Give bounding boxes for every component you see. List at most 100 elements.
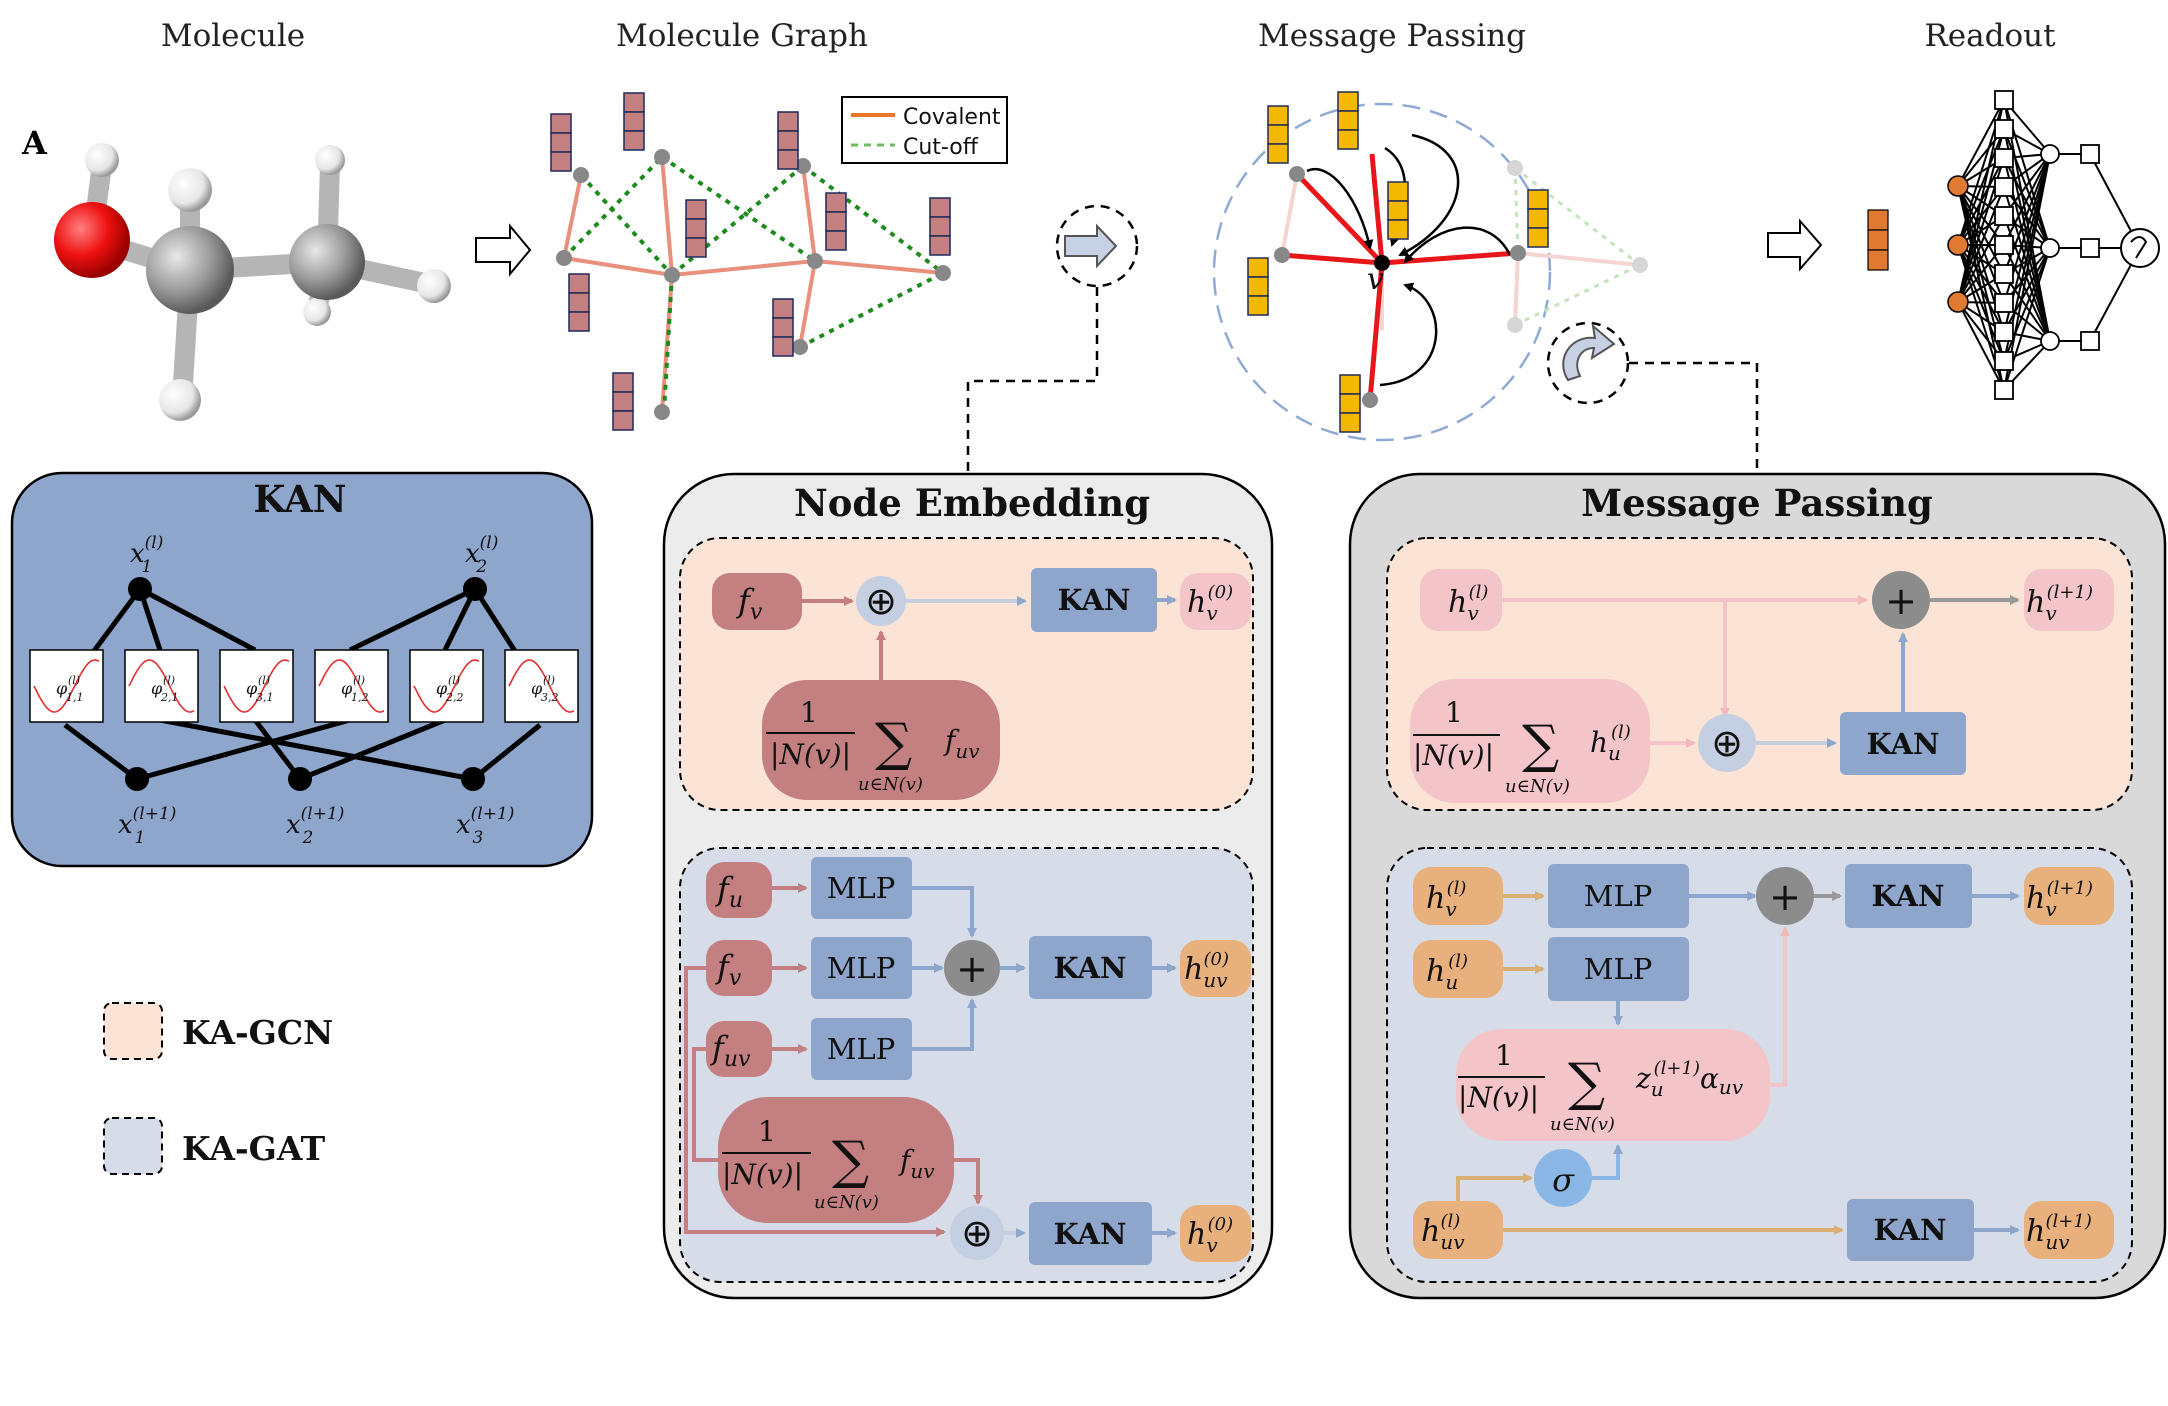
- mp-gcn-agg: 1|N(v)|∑u∈N(v)hu(l): [1413, 696, 1631, 797]
- graph-legend: Covalent Cut-off: [841, 96, 1008, 164]
- mp-gat-agg: 1|N(v)|∑u∈N(v)zu(l+1)αuv: [1458, 1039, 1744, 1135]
- feature-vector: [929, 197, 951, 256]
- readout-hidden-node: [1994, 322, 2014, 342]
- ne-gat-mlp-2: MLP: [827, 951, 895, 985]
- kan-input-1: x(l)1: [130, 533, 163, 577]
- readout-hidden-node: [1994, 264, 2014, 284]
- message-vector: [1267, 105, 1289, 164]
- feature-vector: [568, 273, 590, 332]
- message-passing-panel: Message Passing hv(l) + hv(l+1) 1|N(v)|∑…: [1348, 472, 2167, 1300]
- readout-hidden-node: [2080, 238, 2100, 258]
- spline-box: φ(l)3,1: [219, 649, 294, 723]
- mp-panel-title: Message Passing: [1581, 481, 1933, 525]
- readout-hidden-node: [1994, 293, 2014, 313]
- kan-panel-title: KAN: [253, 477, 346, 521]
- spline-box: φ(l) 2,1: [124, 649, 199, 723]
- message-passing-graph: v: [1212, 91, 1648, 442]
- spline-box: φ(l) 3,2: [504, 649, 579, 723]
- svg-text:1,2: 1,2: [351, 691, 369, 704]
- svg-text:3,2: 3,2: [541, 691, 559, 704]
- ne-gcn-agg: 1|N(v)|∑u∈N(v)fuv: [770, 696, 980, 795]
- center-node-label: v: [1367, 262, 1384, 297]
- ne-gat-huv0: huv(0): [1184, 949, 1229, 992]
- ne-gat-agg: 1|N(v)|∑u∈N(v)fuv: [722, 1115, 935, 1213]
- readout-hidden-node: [2040, 331, 2060, 351]
- svg-text:φ: φ: [56, 679, 68, 698]
- legend-ka-gcn: KA-GCN: [182, 1013, 333, 1052]
- svg-text:φ: φ: [531, 679, 543, 698]
- readout-hidden-node: [1994, 206, 2014, 226]
- svg-text:(l): (l): [68, 674, 80, 687]
- readout-hidden-node: [1994, 119, 2014, 139]
- mp-gat-mlp-2: MLP: [1584, 952, 1652, 986]
- svg-text:φ: φ: [246, 679, 258, 698]
- mp-gcn-oplus: ⊕: [1711, 721, 1743, 765]
- feature-vector: [777, 111, 799, 170]
- node-embedding-panel: Node Embedding fv ⊕ KAN hv(0) 1|N(v)|∑u∈…: [662, 472, 1274, 1300]
- svg-text:(l): (l): [353, 674, 365, 687]
- ne-gat-kan-2: KAN: [1053, 1217, 1126, 1251]
- message-vectors: [1247, 91, 1549, 433]
- readout-hidden-node: [1994, 177, 2014, 197]
- feature-vector: [623, 92, 645, 151]
- molecule-title: Molecule: [161, 18, 305, 54]
- readout-hidden-node: [2040, 144, 2060, 164]
- readout-network: [1867, 90, 2160, 400]
- svg-text:3,1: 3,1: [256, 691, 274, 704]
- kan-input-2: x(l)2: [465, 533, 498, 577]
- ne-gat-oplus: ⊕: [961, 1211, 993, 1255]
- feature-vector: [550, 113, 572, 172]
- mp-gat-kan-1: KAN: [1871, 879, 1944, 913]
- feature-vectors: [550, 92, 951, 431]
- kan-output-3: x(l+1)3: [456, 804, 514, 848]
- spline-box: φ(l) 2,2: [409, 649, 484, 723]
- svg-text:φ: φ: [436, 679, 448, 698]
- readout-hidden-node: [1994, 235, 2014, 255]
- feature-vector: [612, 372, 634, 431]
- hollow-arrow-1: [475, 223, 532, 277]
- legend-ka-gat: KA-GAT: [182, 1129, 326, 1168]
- svg-text:(l): (l): [163, 674, 175, 687]
- message-vector: [1387, 181, 1409, 240]
- svg-text:1,1: 1,1: [66, 691, 84, 704]
- readout-hidden-node: [2080, 331, 2100, 351]
- kan-output-1: x(l+1)1: [118, 804, 176, 848]
- spline-box: φ(l) 1,2: [314, 649, 389, 723]
- svg-text:φ: φ: [151, 679, 163, 698]
- svg-text:φ: φ: [341, 679, 353, 698]
- feature-vector: [772, 298, 794, 357]
- mp-gat-sigma: σ: [1552, 1161, 1575, 1199]
- ne-gat-mlp-1: MLP: [827, 871, 895, 905]
- message-vector: [1339, 374, 1361, 433]
- message-vector: [1337, 91, 1359, 150]
- svg-text:2,1: 2,1: [160, 691, 179, 704]
- legend-cutoff: Cut-off: [903, 135, 979, 160]
- mp-gat-mlp-1: MLP: [1584, 879, 1652, 913]
- hollow-arrow-2: [1767, 218, 1823, 272]
- readout-hidden-node: [1994, 380, 2014, 400]
- feature-vector: [825, 192, 847, 251]
- mp-gat-plus: +: [1769, 875, 1801, 919]
- legend-covalent: Covalent: [903, 105, 1001, 130]
- readout-output-vector: [1867, 209, 1889, 271]
- message-passing-title: Message Passing: [1258, 18, 1526, 54]
- readout-hidden-node: [1994, 90, 2014, 110]
- readout-input-node: [1947, 291, 1969, 313]
- variant-legend: KA-GCN KA-GAT: [103, 1002, 333, 1175]
- message-vector: [1527, 189, 1549, 248]
- kan-output-2: x(l+1)2: [286, 804, 344, 848]
- molecule-graph: Covalent Cut-off: [550, 92, 1008, 431]
- svg-text:2,2: 2,2: [445, 691, 464, 704]
- panel-label: A: [21, 124, 48, 162]
- readout-input-node: [1947, 234, 1969, 256]
- ne-gat-mlp-3: MLP: [827, 1032, 895, 1066]
- readout-hidden-node: [1994, 148, 2014, 168]
- mp-gcn-kan: KAN: [1866, 727, 1939, 761]
- svg-text:(l): (l): [448, 674, 460, 687]
- readout-input-node: [1947, 175, 1969, 197]
- svg-text:(l): (l): [543, 674, 555, 687]
- message-passing-icon: [1546, 321, 1630, 405]
- ne-gcn-kan: KAN: [1057, 583, 1130, 617]
- molecule-illustration: [54, 143, 451, 421]
